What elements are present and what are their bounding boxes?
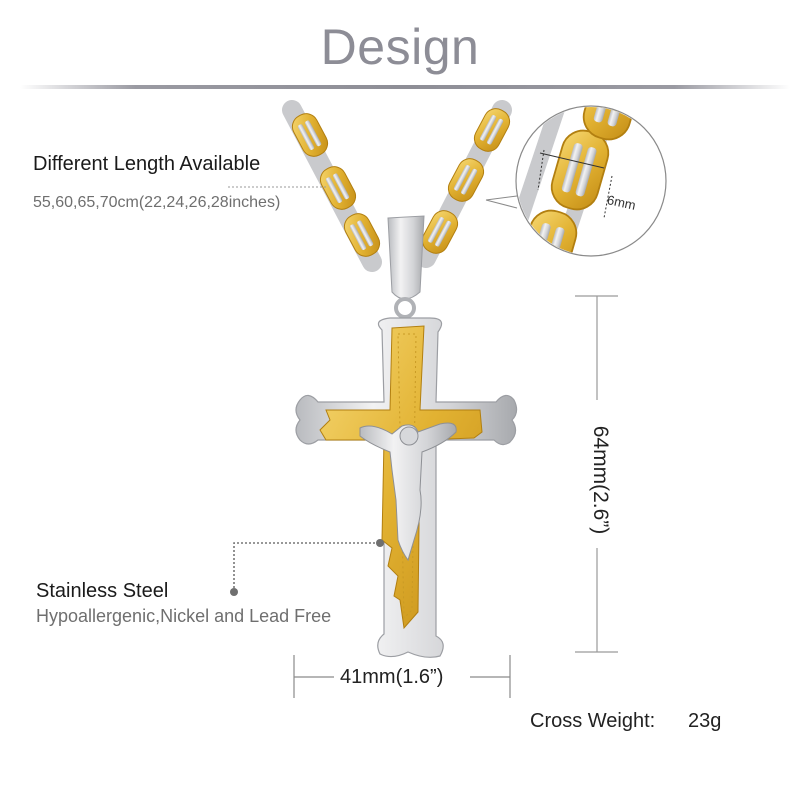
chain-right	[416, 100, 515, 268]
weight-label: Cross Weight:	[530, 710, 656, 732]
height-dimension-label: 64mm(2.6”)	[589, 425, 612, 535]
title-divider	[20, 85, 790, 89]
height-dimension-line	[575, 295, 618, 653]
pendant-bail	[387, 215, 425, 319]
material-feature-detail: Hypoallergenic,Nickel and Lead Free	[36, 606, 332, 626]
cross-pendant	[295, 317, 518, 658]
chain-left	[282, 100, 385, 272]
length-feature-title: Different Length Available	[33, 153, 261, 175]
weight-value: 23g	[688, 710, 722, 732]
width-dimension-line	[293, 655, 511, 698]
material-leader-line	[230, 539, 384, 596]
height-dimension: 64mm(2.6”)	[560, 300, 640, 660]
width-dimension-label: 41mm(1.6”)	[340, 666, 444, 688]
length-feature-detail: 55,60,65,70cm(22,24,26,28inches)	[33, 194, 281, 211]
chain-detail-magnifier	[485, 105, 667, 257]
section-title: Design	[320, 19, 480, 75]
material-feature-title: Stainless Steel	[36, 580, 169, 602]
